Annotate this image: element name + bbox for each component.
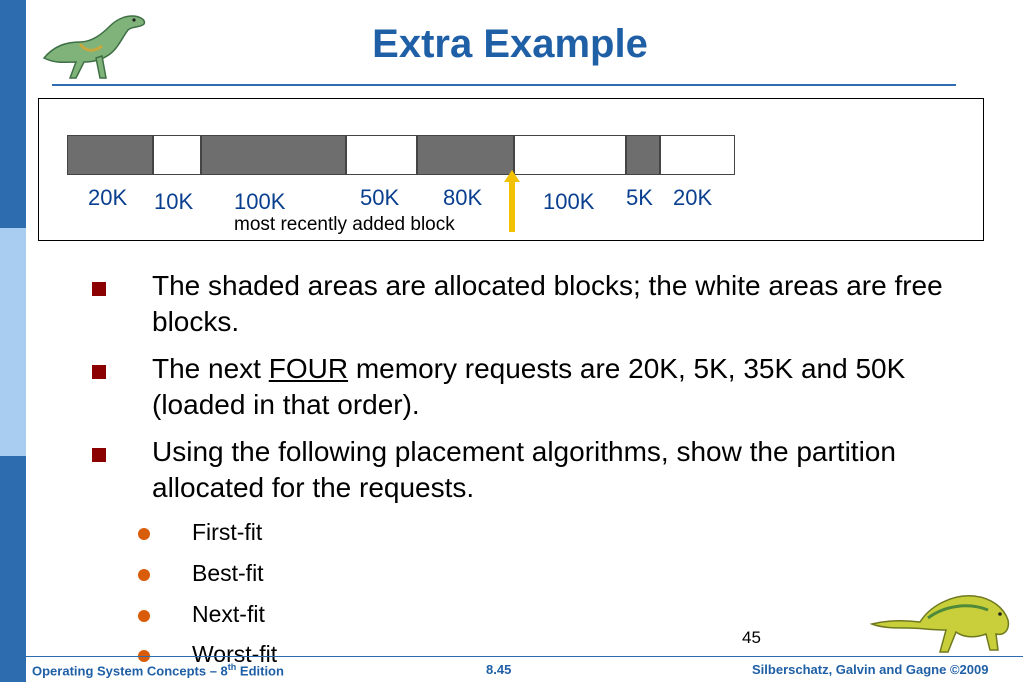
memory-block-allocated: [67, 135, 153, 175]
memory-block-allocated: [626, 135, 660, 175]
sub-bullet-item: Best-fit: [192, 560, 264, 586]
sub-bullet-item: First-fit: [192, 519, 263, 545]
bullet-item: The next FOUR memory requests are 20K, 5…: [152, 351, 972, 423]
memory-bar: [67, 135, 735, 175]
footer-text: Edition: [236, 663, 284, 679]
dinosaur-skeleton-icon: [869, 595, 1010, 653]
bullet-text: The next: [152, 353, 269, 384]
bullet-text: memory requests are 20K, 5K, 35K and 50K…: [152, 353, 906, 420]
memory-block-allocated: [201, 135, 346, 175]
up-arrow-icon: [504, 170, 520, 232]
sidebar-segment-middle: [0, 228, 26, 456]
block-size-label: 100K: [543, 189, 595, 214]
block-size-label: 50K: [360, 185, 400, 210]
page-title: Extra Example: [372, 22, 648, 66]
block-size-label: 10K: [154, 189, 194, 214]
memory-block-free: [346, 135, 417, 175]
footer-slide-number: 8.45: [486, 662, 512, 677]
block-size-label: 5K: [626, 185, 653, 210]
memory-block-free: [660, 135, 735, 175]
title-divider: [52, 84, 956, 86]
bullet-item: Using the following placement algorithms…: [152, 436, 896, 503]
footer-text: Operating System Concepts – 8: [32, 663, 228, 679]
footer-book-title: Operating System Concepts – 8th Edition: [32, 662, 284, 678]
circle-bullet-icon: [138, 528, 150, 540]
block-size-label: 100K: [234, 189, 286, 214]
footer-copyright: Silberschatz, Galvin and Gagne ©2009: [752, 662, 989, 677]
memory-diagram-frame: [38, 98, 984, 241]
block-size-label: 80K: [443, 185, 483, 210]
footer-divider: [26, 656, 1023, 657]
left-sidebar-stripe: [0, 0, 26, 682]
page-number: 45: [742, 628, 761, 647]
sidebar-segment-bottom: [0, 456, 26, 682]
memory-block-allocated: [417, 135, 514, 175]
underlined-text: FOUR: [268, 353, 349, 384]
most-recent-block-label: most recently added block: [234, 214, 455, 235]
bullet-item: The shaded areas are allocated blocks; t…: [152, 270, 943, 337]
circle-bullet-icon: [138, 569, 150, 581]
dinosaur-logo-icon: [42, 15, 146, 79]
square-bullet-icon: [92, 282, 106, 296]
square-bullet-icon: [92, 365, 106, 379]
block-size-label: 20K: [88, 185, 128, 210]
footer-superscript: th: [227, 662, 237, 672]
sub-bullet-item: Next-fit: [192, 601, 265, 627]
sub-bullet-item: Worst-fit: [192, 641, 278, 667]
circle-bullet-icon: [138, 610, 150, 622]
memory-block-free: [514, 135, 626, 175]
memory-block-free: [153, 135, 201, 175]
square-bullet-icon: [92, 448, 106, 462]
sidebar-segment-top: [0, 0, 26, 228]
block-size-label: 20K: [673, 185, 713, 210]
